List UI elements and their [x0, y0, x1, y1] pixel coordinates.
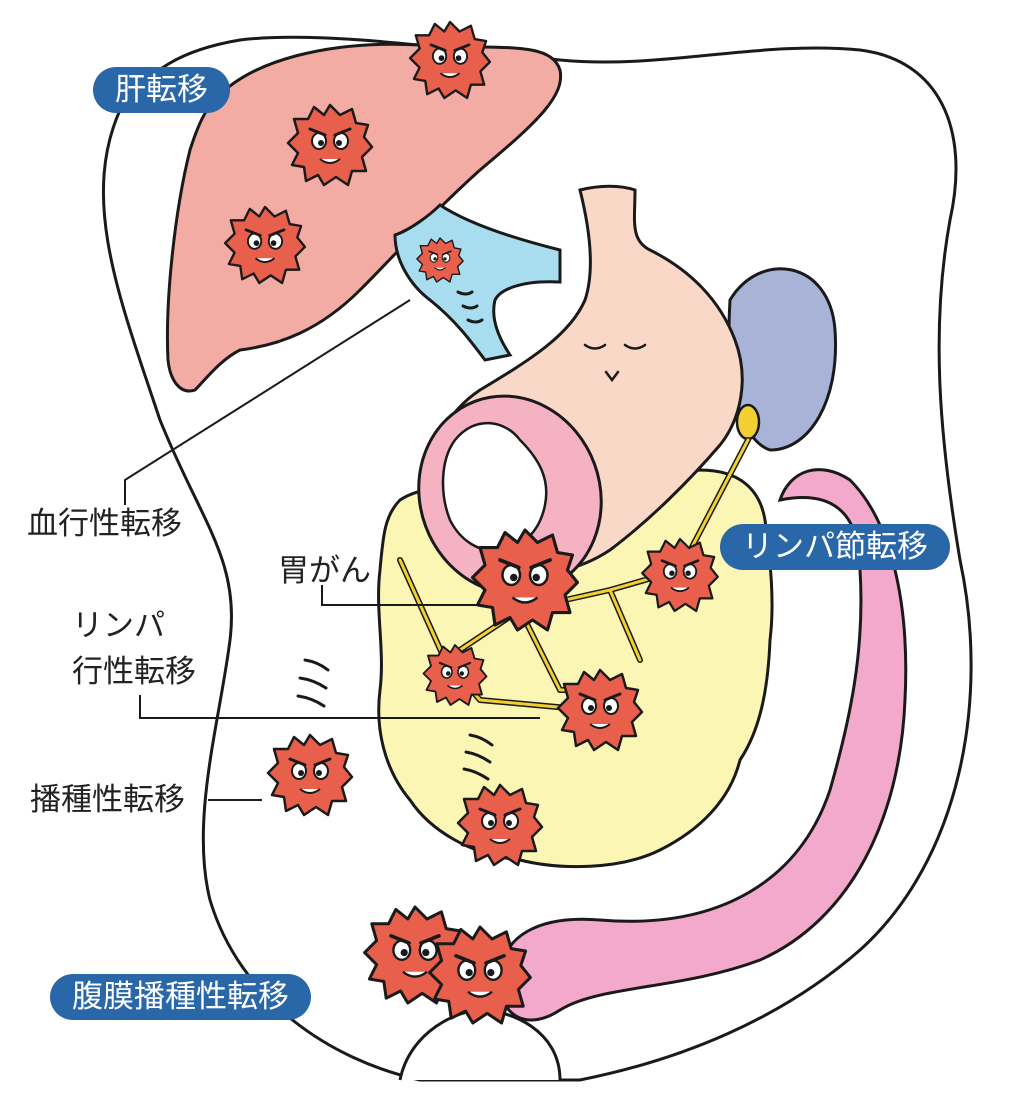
label-lymphatic-metastasis-line1: リンパ — [72, 608, 165, 644]
lymph-node-small — [735, 403, 761, 441]
label-peritoneal-dissemination: 腹膜播種性転移 — [50, 974, 311, 1020]
leader-line-gastric-cancer — [321, 585, 480, 606]
label-liver-metastasis: 肝転移 — [93, 67, 230, 113]
label-dissemination-metastasis: 播種性転移 — [30, 782, 185, 818]
sleeping-face-icon — [583, 343, 647, 383]
colon — [498, 468, 908, 1022]
label-gastric-cancer: 胃がん — [278, 553, 371, 589]
motion-marks — [296, 290, 494, 781]
leader-line-hematogenous — [124, 299, 411, 505]
label-lymph-node-metastasis: リンパ節転移 — [720, 524, 950, 570]
label-hematogenous-metastasis: 血行性転移 — [27, 506, 182, 542]
leader-line-lymphatic — [139, 695, 540, 719]
label-lymphatic-metastasis-line2: 行性転移 — [72, 654, 196, 690]
